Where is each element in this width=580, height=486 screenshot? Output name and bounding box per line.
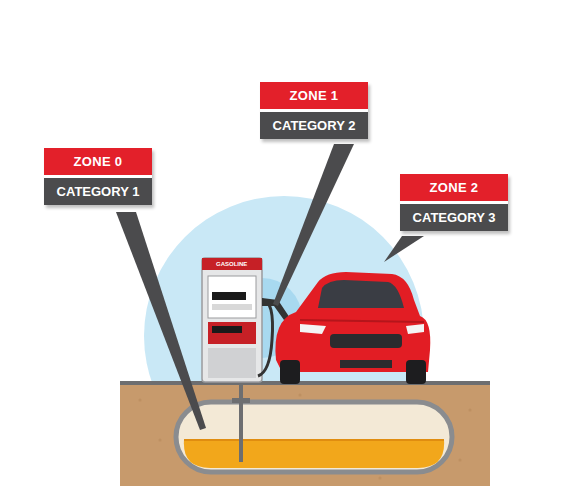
pump-header xyxy=(202,258,262,270)
ground xyxy=(120,384,490,486)
pump-price-panel xyxy=(208,322,256,344)
category-band: CATEGORY 1 xyxy=(44,178,152,205)
pump-keys xyxy=(212,304,252,310)
soil-texture xyxy=(139,394,472,480)
pipe-flange xyxy=(232,398,250,403)
hose xyxy=(258,300,273,376)
zone-callout: ZONE 1 CATEGORY 2 xyxy=(260,82,368,139)
zone-callout: ZONE 2 CATEGORY 3 xyxy=(400,174,508,231)
zone-callout: ZONE 0 CATEGORY 1 xyxy=(44,148,152,205)
storage-tank xyxy=(176,402,452,472)
fuel xyxy=(184,440,444,468)
pump-display xyxy=(212,292,246,300)
pump-sign: GASOLINE xyxy=(216,261,247,267)
car xyxy=(275,272,430,384)
fuel-surface xyxy=(184,439,444,441)
price-display xyxy=(212,326,242,333)
fuel-pump xyxy=(202,258,262,382)
leader-zone-0 xyxy=(116,212,206,430)
pump-panel xyxy=(208,276,256,318)
pump-base xyxy=(208,348,256,378)
zone-heading: ZONE 1 xyxy=(260,82,368,109)
leader-zone-1 xyxy=(273,144,354,306)
leader-zone-2 xyxy=(384,236,424,262)
zone-heading: ZONE 0 xyxy=(44,148,152,175)
fill-pipe xyxy=(239,384,243,462)
category-band: CATEGORY 3 xyxy=(400,204,508,231)
category-band: CATEGORY 2 xyxy=(260,112,368,139)
zone-heading: ZONE 2 xyxy=(400,174,508,201)
ground-surface xyxy=(120,381,490,385)
